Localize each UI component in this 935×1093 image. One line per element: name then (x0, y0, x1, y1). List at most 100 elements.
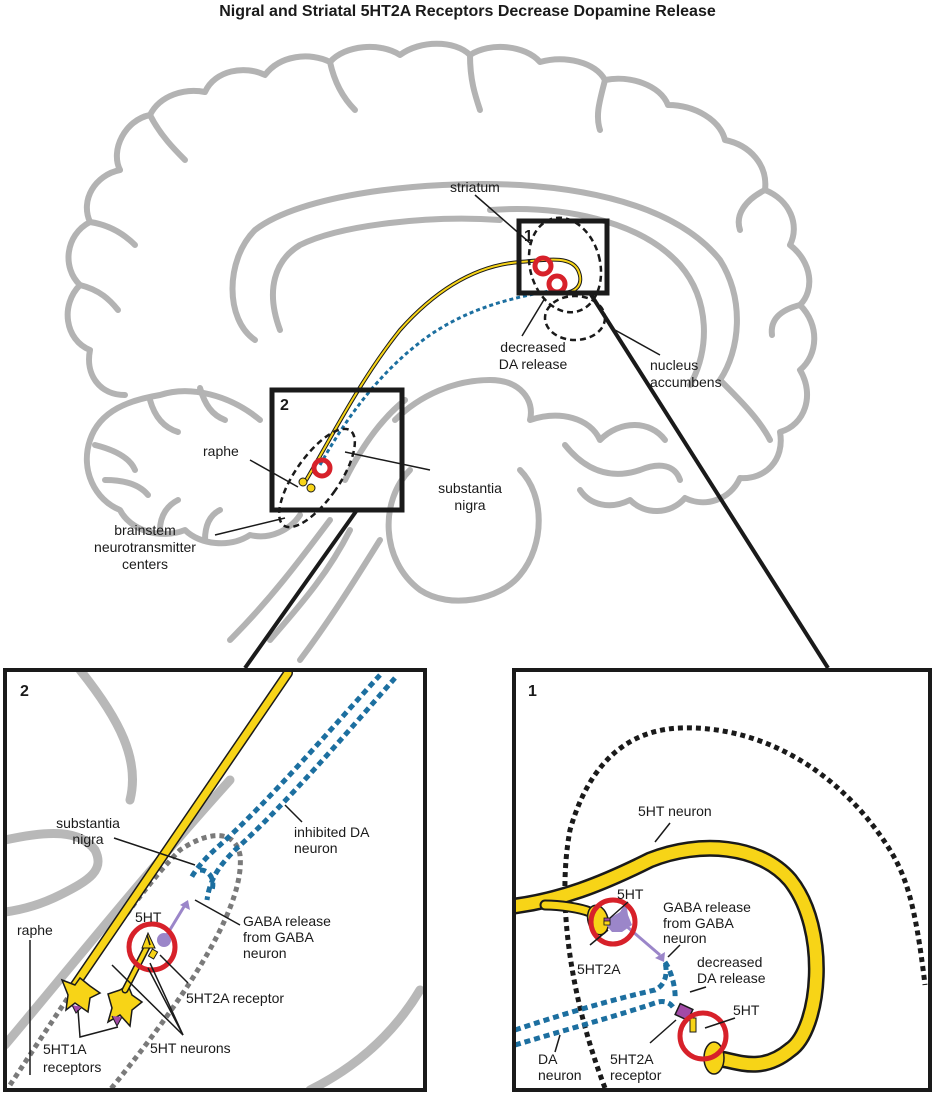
leader-decreased-da (521, 297, 546, 337)
overview-pathways (298, 255, 583, 493)
cortex-outline-left (64, 167, 128, 398)
overview-inhibition-ring-striatal-top (532, 255, 554, 277)
panel1-leader-5ht-neuron (654, 822, 671, 843)
zoom-box-2-number: 2 (280, 397, 289, 414)
panel1-label-gaba-1: GABA release (663, 899, 751, 915)
panel1-label-da-neuron-1: DA (538, 1051, 558, 1067)
panel1-label-decreased-da-1: decreased (697, 954, 762, 970)
panel1-leader-gaba (667, 944, 681, 958)
label-substantia-nigra-line2: nigra (454, 497, 485, 513)
gyrus (77, 282, 121, 313)
overview-inhibition-ring-striatal-bottom (546, 273, 568, 295)
leader-raphe (249, 459, 299, 488)
gyrus (87, 219, 138, 248)
panel1-inhibition-ring-top[interactable] (588, 897, 638, 947)
panel2-gaba-terminal (180, 900, 190, 910)
panel2-inhibition-ring[interactable] (126, 921, 178, 973)
panel2-label-substantia-nigra-1: substantia (56, 815, 120, 831)
panel1-label-gaba-3: neuron (663, 930, 707, 946)
cerebellum-folia (102, 477, 151, 498)
panel2-label-gaba-2: from GABA (243, 929, 314, 945)
panel2-5ht1a-receptor (111, 1015, 123, 1028)
panel2-5ht-neuron-body (60, 976, 102, 1014)
overview-inhibition-ring-nigral (311, 457, 333, 479)
zoom-box-1[interactable] (516, 218, 610, 296)
gyrus (594, 77, 608, 133)
panel1-5ht-axon (515, 842, 823, 1071)
panel1-5ht-axon-outline (515, 839, 825, 1073)
thalamus (392, 377, 668, 443)
panel1-inhibition-ring-bottom[interactable] (677, 1010, 729, 1062)
midbrain (342, 397, 408, 483)
label-brainstem-line3: centers (122, 556, 168, 572)
label-brainstem-line2: neurotransmitter (94, 539, 196, 555)
panel2-5ht1a-receptor (71, 1004, 83, 1014)
frontal-gyrus (717, 377, 773, 443)
panel2-tissue-curve (5, 829, 103, 917)
cerebellum-folia (197, 385, 228, 423)
brainstem-right (297, 537, 383, 663)
gyrus (735, 187, 768, 233)
label-striatum: striatum (450, 179, 500, 195)
panel2-label-raphe: raphe (17, 922, 53, 938)
zoom-box-1-number: 1 (524, 228, 533, 245)
panel1-label-5ht-top: 5HT (617, 886, 644, 902)
panel2-label-5ht-neurons: 5HT neurons (150, 1040, 231, 1056)
cerebellum-folia (92, 442, 138, 473)
panel1-striatum-region (562, 725, 928, 1089)
label-brainstem-line1: brainstem (114, 522, 175, 538)
panel2-da-axon (204, 676, 397, 901)
hypothalamus (562, 442, 683, 483)
panel2-label-inhibited-da-1: inhibited DA (294, 824, 370, 840)
cerebellum (83, 388, 303, 547)
brainstem-mid (267, 527, 353, 643)
striatum-region (527, 216, 603, 314)
panel2-number: 2 (20, 683, 29, 700)
leader-nucleus-accumbens (614, 329, 661, 356)
zoom-connector-1 (588, 291, 830, 670)
panel1-label-5ht2a-bottom-2: receptor (610, 1067, 662, 1083)
overview-raphe-neuron (306, 483, 316, 493)
panel1-da-axon (515, 999, 678, 1048)
panel1-leader-decreased-da (689, 986, 707, 993)
panel2-label-5ht1a-2: receptors (43, 1059, 101, 1075)
panel-2-frame (3, 668, 427, 1092)
panel1-label-decreased-da-2: DA release (697, 970, 766, 986)
panel2-5ht-neuron-body (106, 983, 144, 1028)
panel-1: 1 5HT neuron 5HT GABA release from GABA … (512, 668, 932, 1092)
cerebellum-folia (147, 397, 181, 435)
panel2-gaba-neuron-body (157, 933, 171, 947)
panel2-da-axon (187, 673, 382, 882)
label-decreased-da-line2: DA release (499, 356, 568, 372)
overview-da-axon (318, 288, 556, 466)
panel2-leader-5ht2a (159, 954, 189, 984)
panel1-leader-da-neuron (554, 1034, 561, 1053)
label-nucleus-accumbens-line1: nucleus (650, 357, 698, 373)
panel2-label-gaba-1: GABA release (243, 913, 331, 929)
corpus-callosum (229, 181, 740, 383)
gyrus (327, 59, 358, 113)
panel2-label-inhibited-da-2: neuron (294, 840, 338, 856)
panel2-da-dendrite (199, 867, 216, 891)
cerebellum-folia (202, 507, 223, 543)
panel2-5ht2a-receptor (147, 948, 159, 960)
panel1-da-axon (515, 961, 669, 1033)
panel2-label-5ht2a: 5HT2A receptor (186, 990, 284, 1006)
panel2-leader-5ht1a (77, 1009, 119, 1038)
panel2-label-gaba-3: neuron (243, 945, 287, 961)
brainstem-centers-region (277, 427, 357, 529)
panel1-leader-5ht2a-bottom (649, 1019, 677, 1044)
brain-outline (64, 40, 818, 663)
panel-1-frame (512, 668, 932, 1092)
panel-2: 2 substantia nigra inhibited DA neuron G… (3, 668, 427, 1092)
zoom-box-2[interactable] (269, 387, 405, 513)
gyrus (467, 52, 483, 113)
cortex-outline (113, 40, 818, 514)
pons (385, 467, 542, 604)
overview-5ht-axon (304, 258, 582, 483)
leader-substantia-nigra (344, 451, 431, 471)
panel1-gaba-terminal (655, 952, 665, 962)
panel1-gaba-neuron-body (606, 902, 632, 932)
brainstem-left (227, 517, 333, 643)
